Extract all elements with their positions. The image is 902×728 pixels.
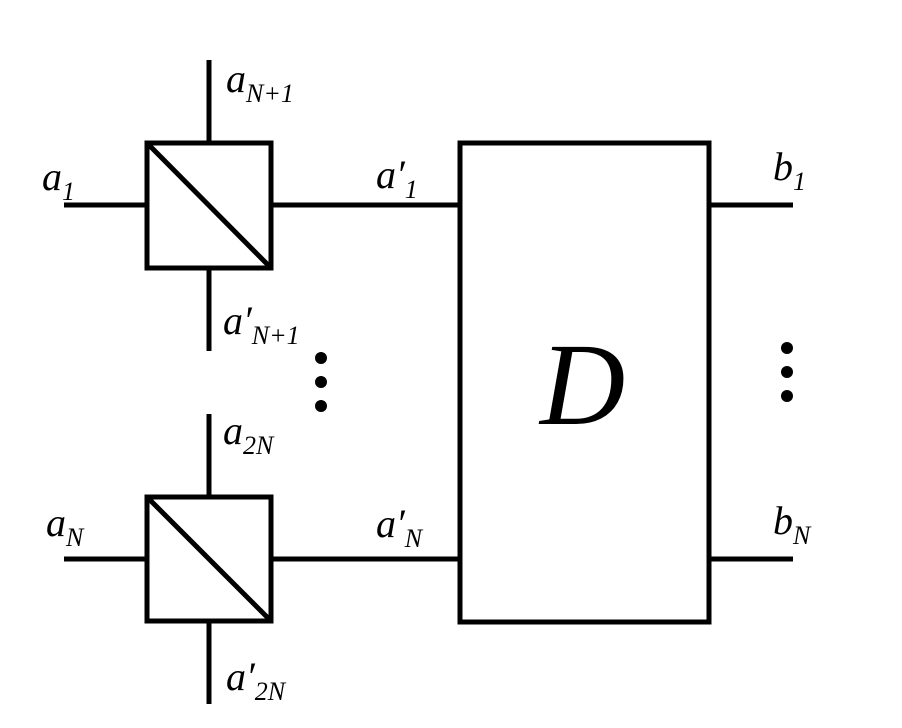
label-a2N: a2N (223, 408, 275, 460)
label-aN: aN (46, 500, 85, 552)
label-b1: b1 (773, 144, 806, 196)
ellipsis-dot (315, 400, 327, 412)
beam-splitter-top-diagonal (145, 141, 273, 270)
vertical-ellipsis-left (315, 352, 327, 412)
label-ap1: a′1 (376, 152, 418, 204)
device-label: D (538, 319, 625, 450)
label-a1: a1 (42, 154, 75, 206)
beam-splitter-bottom-diagonal (145, 495, 273, 623)
ellipsis-dot (315, 376, 327, 388)
ellipsis-dot (781, 390, 793, 402)
ellipsis-dot (315, 352, 327, 364)
vertical-ellipsis-right (781, 342, 793, 402)
device-d-box (457, 140, 712, 625)
label-aN1: aN+1 (226, 56, 294, 108)
ellipsis-dot (781, 366, 793, 378)
ellipsis-dot (781, 342, 793, 354)
label-apN1: a′N+1 (223, 298, 300, 350)
label-apN: a′N (376, 501, 424, 553)
label-ap2N: a′2N (226, 654, 287, 706)
label-bN: bN (773, 498, 812, 550)
